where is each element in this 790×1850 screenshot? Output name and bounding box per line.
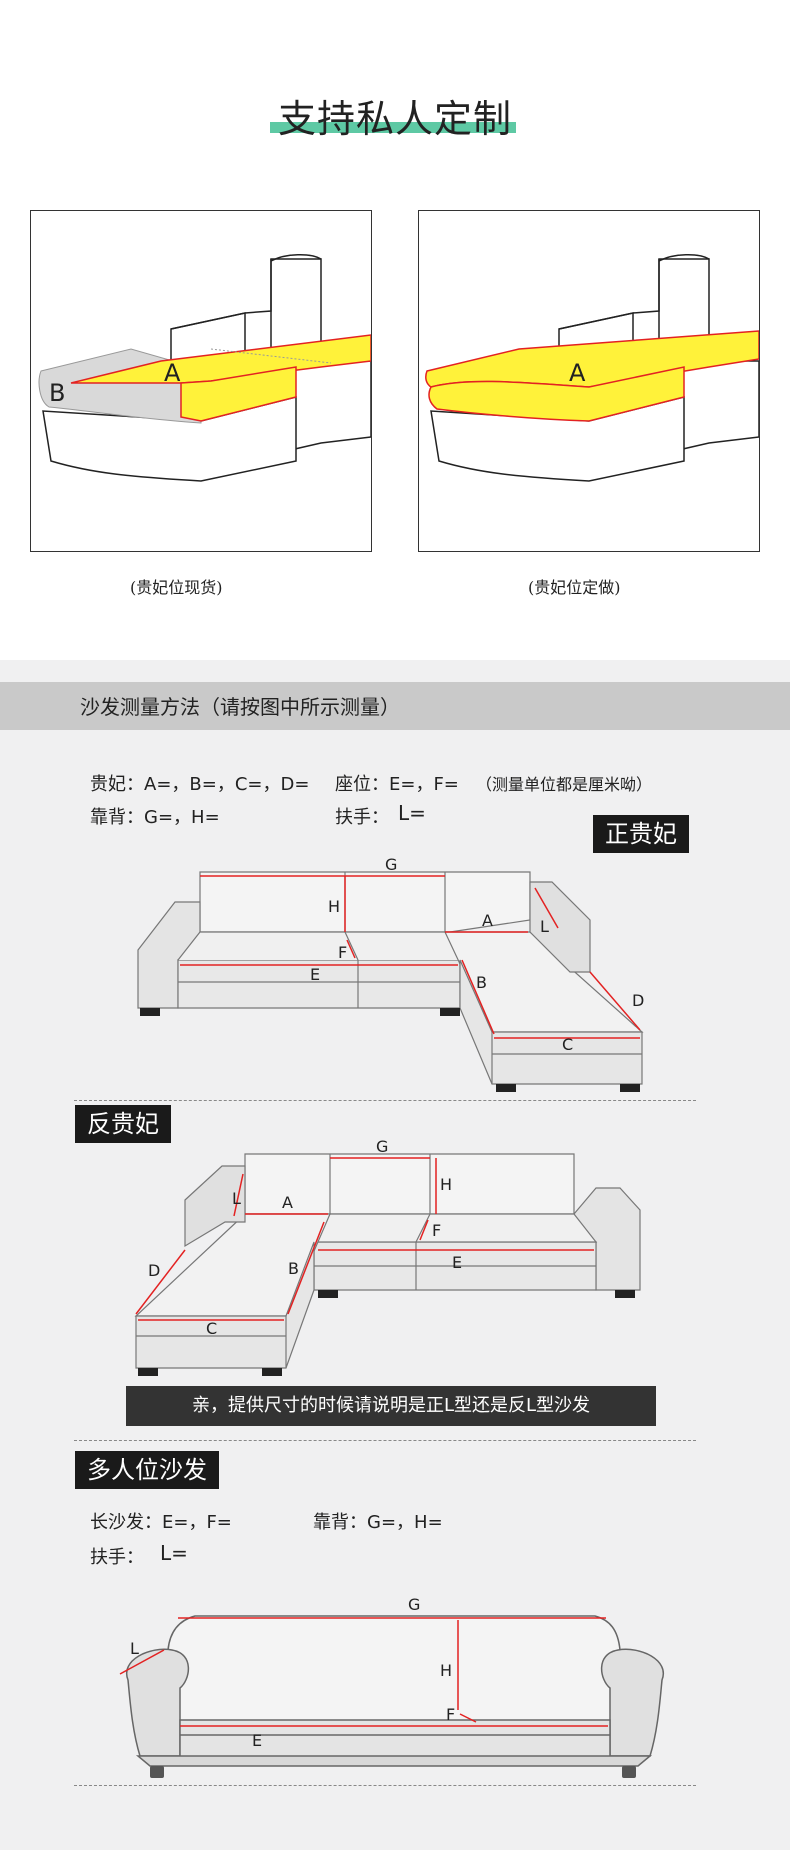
sofa-right-chaise-diagram: G H F E A L B D C <box>137 855 644 1092</box>
label-e: E <box>310 965 320 984</box>
tag-left-chaise: 反贵妃 <box>75 1105 171 1143</box>
label-e: E <box>452 1253 462 1272</box>
title-underline <box>270 122 516 133</box>
sofa-illustration-ready: A B <box>38 254 372 482</box>
label-l: L <box>540 917 549 936</box>
label-l: L <box>232 1189 241 1208</box>
label-e: E <box>252 1731 262 1750</box>
tag-multi-seat: 多人位沙发 <box>75 1451 219 1489</box>
label-d: D <box>148 1261 160 1280</box>
panel-custom-made: A <box>418 210 760 552</box>
caption-ready-stock: (贵妃位现货) <box>130 578 223 597</box>
label-g: G <box>385 855 397 874</box>
label-a: A <box>569 359 586 387</box>
label-c: C <box>206 1319 217 1338</box>
back-fields: 靠背：G=，H= <box>90 807 220 828</box>
label-f: F <box>338 943 347 962</box>
label-d: D <box>632 991 644 1010</box>
tag-right-chaise: 正贵妃 <box>593 815 689 853</box>
arm-fields-label: 扶手： <box>335 807 389 828</box>
label-h: H <box>440 1175 452 1194</box>
label-f: F <box>432 1221 441 1240</box>
title-wrap: 支持私人定制 <box>0 88 790 143</box>
label-b: B <box>476 973 487 992</box>
label-f: F <box>446 1705 455 1724</box>
section-band <box>0 682 790 730</box>
back-fields: 靠背：G=，H= <box>313 1512 443 1533</box>
seat-fields: 座位：E=，F= <box>335 774 459 795</box>
sofa-left-chaise-diagram: G H F E A L B D C <box>134 1140 641 1376</box>
label-g: G <box>408 1595 420 1614</box>
caption-custom-made: (贵妃位定做) <box>528 578 621 597</box>
arm-field-l: L= <box>160 1541 188 1565</box>
label-c: C <box>562 1035 573 1054</box>
label-a: A <box>482 911 493 930</box>
divider <box>74 1440 696 1441</box>
label-h: H <box>328 897 340 916</box>
section-title: 沙发测量方法（请按图中所示测量） <box>80 695 400 719</box>
divider <box>74 1785 696 1786</box>
unit-note: （测量单位都是厘米呦） <box>476 775 653 794</box>
label-a: A <box>164 359 181 387</box>
arm-fields-label: 扶手： <box>90 1547 144 1568</box>
chaise-fields: 贵妃：A=，B=，C=，D= <box>90 774 310 795</box>
label-a: A <box>282 1193 293 1212</box>
label-g: G <box>376 1140 388 1156</box>
sofa-illustration-custom: A <box>425 254 760 482</box>
chaise-direction-note: 亲，提供尺寸的时候请说明是正L型还是反L型沙发 <box>126 1386 656 1426</box>
multi-seat-sofa-diagram: G H L F E <box>119 1595 665 1778</box>
label-h: H <box>440 1661 452 1680</box>
divider <box>74 1100 696 1101</box>
arm-field-l: L= <box>398 801 426 825</box>
page-title: 支持私人定制 <box>277 97 512 141</box>
panel-ready-stock: A B <box>30 210 372 552</box>
label-b: B <box>288 1259 299 1278</box>
label-b: B <box>49 379 65 407</box>
long-sofa-fields: 长沙发：E=，F= <box>90 1512 232 1533</box>
label-l: L <box>130 1639 139 1658</box>
